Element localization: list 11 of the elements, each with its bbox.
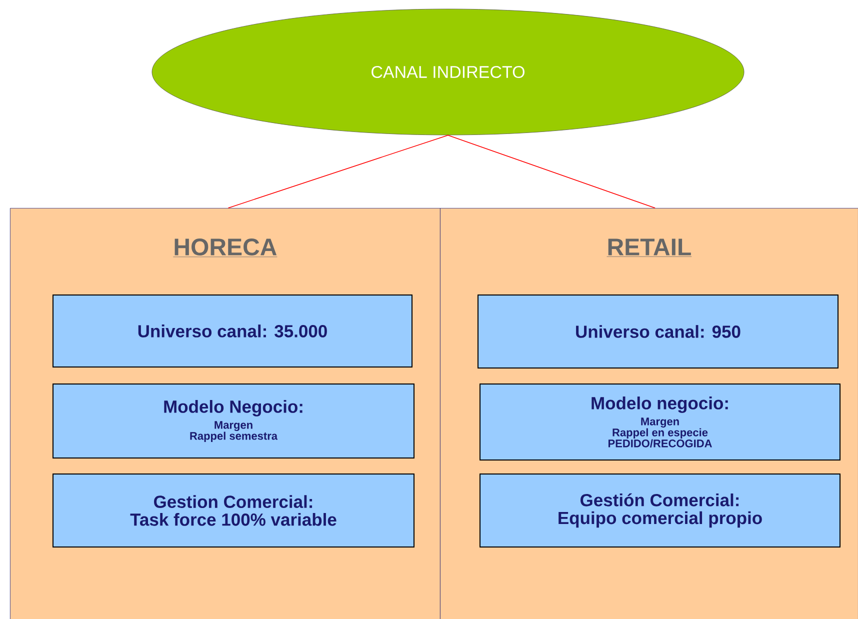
info-box: Gestion Comercial: Task force 100% variable <box>52 474 414 548</box>
oval-node: CANAL INDIRECTO <box>152 8 744 136</box>
info-box: Modelo Negocio: Margen Rappel semestra <box>52 384 414 458</box>
connector-line <box>228 134 448 208</box>
info-box: Modelo negocio: Margen Rappel en especie PEDIDO/RECOGIDA <box>480 384 840 460</box>
panel-heading: RETAIL <box>606 238 692 257</box>
panel-heading: HORECA <box>173 238 278 258</box>
info-box: Universo canal: 950 <box>478 294 838 368</box>
info-box: Universo canal: 35.000 <box>52 294 412 368</box>
connector-line <box>448 134 656 208</box>
info-box: Gestión Comercial: Equipo comercial propio <box>480 474 840 548</box>
